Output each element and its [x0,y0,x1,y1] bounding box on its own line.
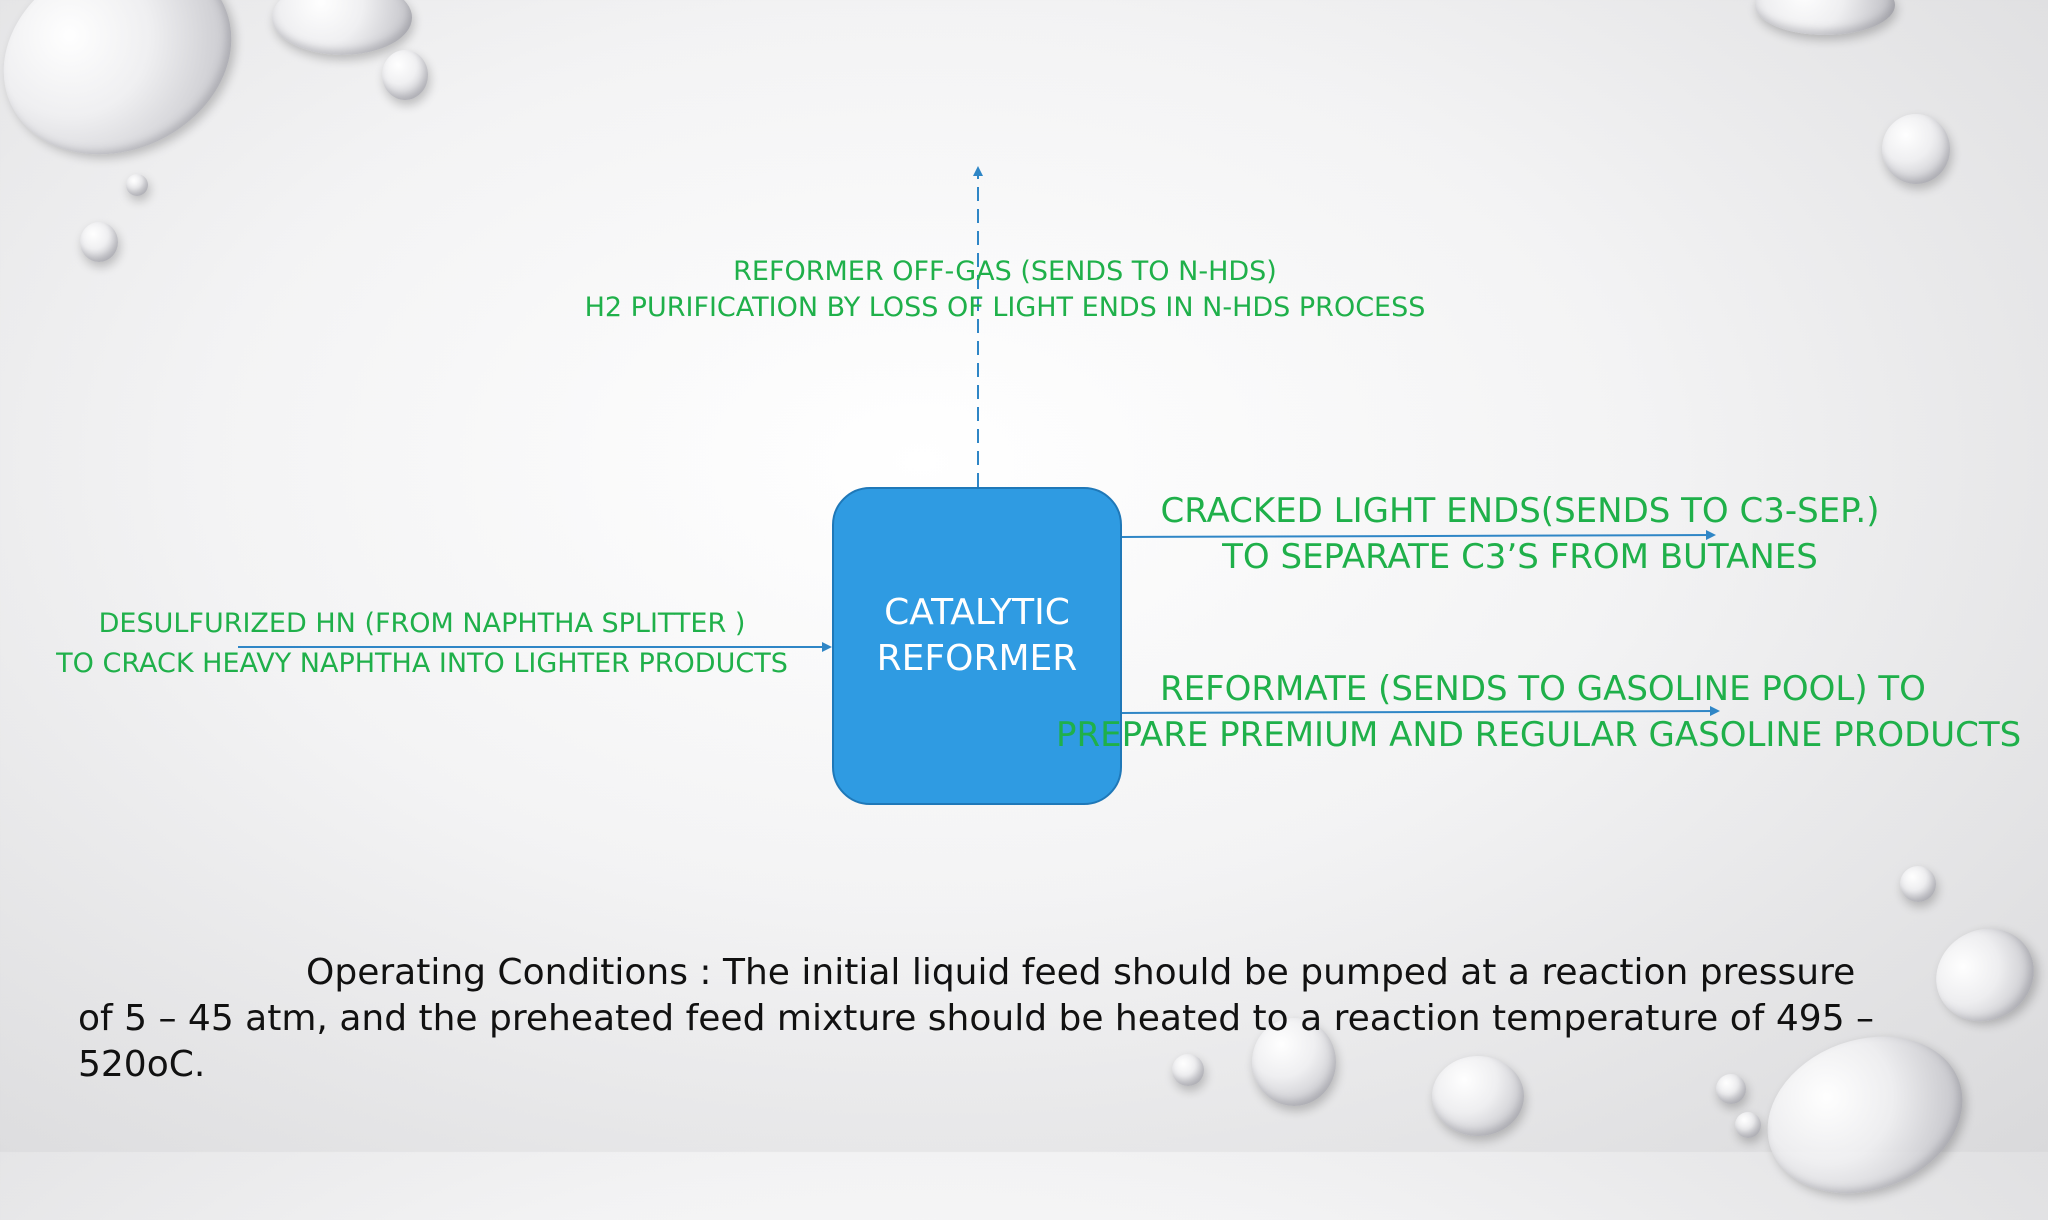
water-droplet [382,50,428,100]
water-droplet [1900,866,1936,902]
water-droplet [126,174,148,196]
flow-arrows [238,166,1720,717]
water-droplet [80,222,118,262]
light-ends-arrow [1121,530,1716,541]
light-ends-label: CRACKED LIGHT ENDS(SENDS TO C3-SEP.) TO … [1040,488,2000,580]
water-droplet [1735,1112,1761,1138]
water-droplet [1432,1056,1524,1136]
feed-line2: TO CRACK HEAVY NAPHTHA INTO LIGHTER PROD… [56,648,788,679]
light-ends-line1: CRACKED LIGHT ENDS(SENDS TO C3-SEP.) [1160,491,1880,531]
reformate-arrow [1121,706,1720,717]
offgas-line1: REFORMER OFF-GAS (SENDS TO N-HDS) [733,256,1277,287]
feed-label: DESULFURIZED HN (FROM NAPHTHA SPLITTER )… [0,606,862,682]
conditions-line2: of 5 – 45 atm, and the preheated feed mi… [78,998,1875,1039]
water-droplet [1716,1074,1746,1104]
conditions-line1: Operating Conditions : The initial liqui… [306,952,1856,993]
conditions-line3: 520oC. [78,1044,206,1085]
reformate-line1: REFORMATE (SENDS TO GASOLINE POOL) TO [1160,669,1926,709]
reformate-label: REFORMATE (SENDS TO GASOLINE POOL) TO PR… [1056,666,2048,758]
reformer-label-line2: REFORMER [876,638,1078,679]
operating-conditions: Operating Conditions : The initial liqui… [78,950,1958,1088]
water-droplet [1882,114,1950,184]
feed-line1: DESULFURIZED HN (FROM NAPHTHA SPLITTER ) [98,608,746,639]
catalytic-reformer-box [832,487,1122,805]
water-droplet [1252,1018,1336,1106]
offgas-label: REFORMER OFF-GAS (SENDS TO N-HDS) H2 PUR… [505,254,1505,326]
light-ends-line2: TO SEPARATE C3’S FROM BUTANES [1222,537,1818,577]
water-droplet [1172,1054,1204,1086]
catalytic-reformer-label: CATALYTIC REFORMER [832,590,1122,682]
offgas-line2: H2 PURIFICATION BY LOSS OF LIGHT ENDS IN… [584,292,1426,323]
reformer-label-line1: CATALYTIC [884,592,1070,633]
reformate-line2: PREPARE PREMIUM AND REGULAR GASOLINE PRO… [1056,715,2022,755]
